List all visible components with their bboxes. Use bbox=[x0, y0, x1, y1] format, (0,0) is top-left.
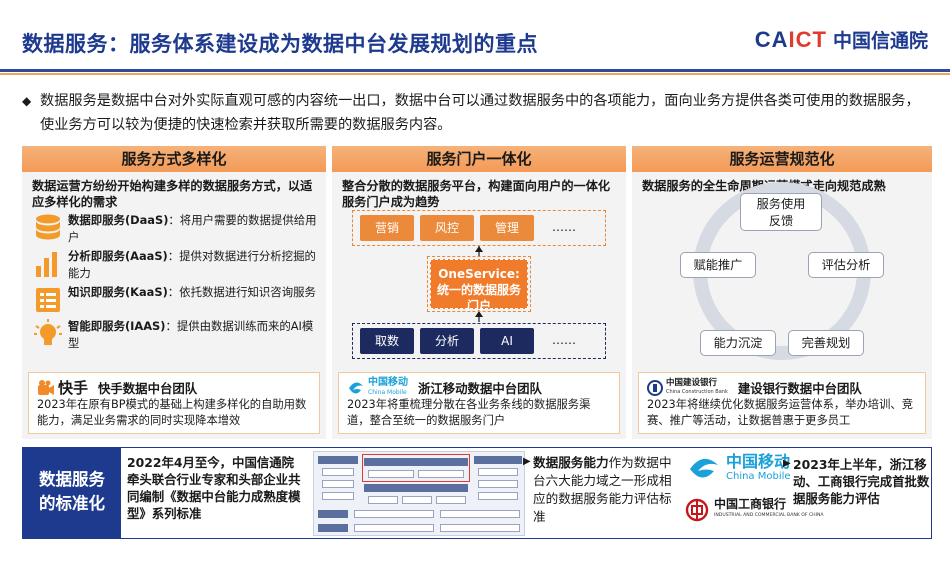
column-subtitle: 整合分散的数据服务平台，构建面向用户的一体化服务门户成为趋势 bbox=[342, 179, 611, 209]
oneservice-portal-box: OneService: 统一的数据服务 门户 bbox=[427, 256, 531, 313]
team-desc: 2023年将重梳理分散在各业务条线的数据服务渠道，整合至统一的数据服务门户 bbox=[347, 398, 591, 427]
icbc-mark-icon bbox=[685, 498, 709, 522]
service-daas: 数据即服务(DaaS)：将用户需要的数据提供给用户 bbox=[32, 212, 317, 246]
intro-text: 数据服务是数据中台对外实际直观可感的内容统一出口，数据中台可以通过数据服务中的各… bbox=[40, 93, 920, 133]
kuaishou-team-box: 快手 快手数据中台团队 2023年在原有BP模式的基础上构建多样化的自助用数能力… bbox=[28, 372, 320, 434]
china-mobile-mark-icon bbox=[690, 458, 718, 478]
china-mobile-logo: 中国移动 China Mobile bbox=[688, 454, 791, 484]
kuaishou-team-head: 快手 快手数据中台团队 bbox=[29, 373, 319, 397]
service-iaas: 智能即服务(IAAS)：提供由数据训练而来的AI模型 bbox=[32, 318, 317, 352]
icbc-logo: 中国工商银行 INDUSTRIAL AND COMMERCIAL BANK OF… bbox=[685, 498, 824, 522]
bar-chart-icon bbox=[36, 252, 57, 277]
capability-frame bbox=[352, 323, 606, 359]
team-desc: 2023年将继续优化数据服务运营体系，举办培训、竞赛、推广等活动，让数据普惠于更… bbox=[647, 398, 913, 427]
business-item: 管理 bbox=[480, 215, 534, 241]
capability-item-more: …… bbox=[552, 333, 576, 347]
cycle-node-planning: 完善规划 bbox=[788, 330, 864, 356]
assessment-text: 2023年上半年，浙江移动、工商银行完成首批数据服务能力评估 bbox=[793, 457, 930, 506]
oneservice-line2: 统一的数据服务 bbox=[436, 283, 521, 297]
column-portal: 服务门户一体化 整合分散的数据服务平台，构建面向用户的一体化服务门户成为趋势 营… bbox=[332, 146, 626, 439]
business-item-more: …… bbox=[552, 220, 576, 234]
service-iaas-text: 智能即服务(IAAS)：提供由数据训练而来的AI模型 bbox=[68, 319, 314, 350]
service-daas-text: 数据即服务(DaaS)：将用户需要的数据提供给用户 bbox=[68, 213, 317, 244]
kuaishou-logo-icon bbox=[38, 379, 54, 395]
connector-arrows bbox=[475, 246, 483, 322]
arrow-bullet-icon: ▶ bbox=[783, 458, 791, 469]
page-title: 数据服务：服务体系建设成为数据中台发展规划的重点 bbox=[22, 32, 538, 56]
team-desc: 2023年在原有BP模式的基础上构建多样化的自助用数能力，满足业务需求的同时实现… bbox=[37, 398, 307, 427]
capability-item: 取数 bbox=[360, 328, 414, 354]
column-operation: 服务运营规范化 数据服务的全生命周期运营模式走向规范成熟 服务使用 反馈 评估分… bbox=[632, 146, 932, 439]
ccb-logo-text: 中国建设银行 China Construction Bank bbox=[666, 377, 728, 395]
service-aaas-text: 分析即服务(AaaS)：提供对数据进行分析挖掘的能力 bbox=[68, 249, 316, 280]
team-name: 建设银行数据中台团队 bbox=[737, 380, 862, 396]
lifecycle-ring bbox=[693, 182, 871, 360]
team-name: 快手数据中台团队 bbox=[98, 380, 198, 396]
header-rule-orange bbox=[0, 73, 950, 75]
column-subtitle: 数据运营方纷纷开始构建多样的数据服务方式，以适应多样化的需求 bbox=[32, 179, 313, 209]
column-title: 服务方式多样化 bbox=[22, 146, 326, 172]
capability-standard-text: 数据服务能力作为数据中台六大能力域之一形成相应的数据服务能力评估标准 bbox=[533, 455, 672, 524]
capability-item: AI bbox=[480, 328, 534, 354]
china-mobile-logo-text: 中国移动 China Mobile bbox=[368, 376, 408, 396]
header-rule-blue bbox=[0, 69, 950, 72]
caict-logo-text: 中国信通院 bbox=[832, 30, 928, 52]
service-kaas: 知识即服务(KaaS)：依托数据进行知识咨询服务 bbox=[32, 284, 317, 316]
ccb-logo-icon bbox=[647, 379, 663, 396]
cycle-node-capability: 能力沉淀 bbox=[700, 330, 776, 356]
standardization-label: 数据服务 的标准化 bbox=[23, 448, 121, 538]
china-mobile-logo-icon bbox=[349, 381, 363, 394]
caict-logo: CAICT 中国信通院 bbox=[755, 26, 928, 53]
standardization-panel: 数据服务 的标准化 2022年4月至今，中国信通院牵头联合行业专家和头部企业共同… bbox=[22, 447, 932, 539]
cycle-node-promotion: 赋能推广 bbox=[680, 252, 756, 278]
zj-mobile-team-box: 中国移动 China Mobile 浙江移动数据中台团队 2023年将重梳理分散… bbox=[338, 372, 620, 434]
column-title: 服务门户一体化 bbox=[332, 146, 626, 172]
zj-mobile-team-head: 中国移动 China Mobile 浙江移动数据中台团队 bbox=[339, 373, 619, 397]
knowledge-icon bbox=[36, 288, 60, 312]
cycle-node-feedback: 服务使用 反馈 bbox=[740, 193, 822, 231]
column-title: 服务运营规范化 bbox=[632, 146, 932, 172]
business-item: 营销 bbox=[360, 215, 414, 241]
cycle-node-evaluation: 评估分析 bbox=[808, 252, 884, 278]
maturity-model-diagram bbox=[313, 451, 525, 536]
database-icon bbox=[36, 214, 60, 240]
oneservice-line1: OneService: bbox=[438, 267, 520, 281]
team-name: 浙江移动数据中台团队 bbox=[418, 380, 542, 396]
business-item: 风控 bbox=[420, 215, 474, 241]
lightbulb-icon bbox=[34, 319, 62, 345]
highlight-frame bbox=[362, 454, 470, 482]
ccb-team-head: 中国建设银行 China Construction Bank 建设银行数据中台团… bbox=[639, 373, 925, 397]
column-service-modes: 服务方式多样化 数据运营方纷纷开始构建多样的数据服务方式，以适应多样化的需求 数… bbox=[22, 146, 326, 439]
arrow-bullet-icon: ▶ bbox=[523, 456, 531, 467]
business-frame bbox=[352, 210, 606, 246]
capability-item: 分析 bbox=[420, 328, 474, 354]
service-kaas-text: 知识即服务(KaaS)：依托数据进行知识咨询服务 bbox=[68, 285, 316, 299]
service-aaas: 分析即服务(AaaS)：提供对数据进行分析挖掘的能力 bbox=[32, 248, 317, 282]
standardization-text: 2022年4月至今，中国信通院牵头联合行业专家和头部企业共同编制《数据中台能力成… bbox=[127, 455, 301, 521]
kuaishou-logo-text: 快手 bbox=[58, 379, 89, 397]
diamond-bullet-icon: ◆ bbox=[22, 94, 32, 108]
caict-logo-mark: CAICT bbox=[754, 26, 827, 52]
oneservice-line3: 门户 bbox=[466, 299, 491, 313]
intro-paragraph: ◆ 数据服务是数据中台对外实际直观可感的内容统一出口，数据中台可以通过数据服务中… bbox=[22, 89, 930, 137]
ccb-team-box: 中国建设银行 China Construction Bank 建设银行数据中台团… bbox=[638, 372, 926, 434]
